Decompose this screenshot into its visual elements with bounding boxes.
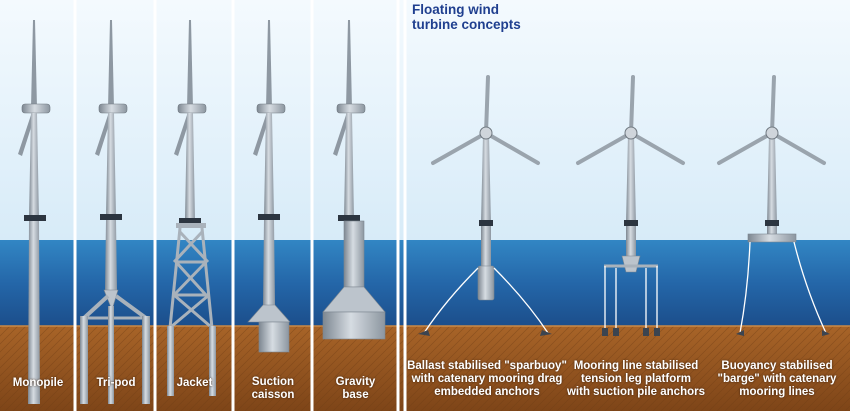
seabed-texture xyxy=(0,326,850,411)
jacket-turbine xyxy=(167,20,216,396)
suction-caisson-label-line-1: Suction xyxy=(251,376,295,388)
tension-leg-platform-label-line-1: Mooring line stabilised xyxy=(573,360,699,372)
tripod-label-line: Tri-pod xyxy=(96,377,136,389)
heading-line-1: Floating wind xyxy=(412,2,499,17)
barge-label-line-1: Buoyancy stabilised xyxy=(721,360,833,372)
barge-label-line-2: "barge" with catenary xyxy=(717,373,837,385)
spar-buoy-label-line-2: with catenary mooring drag xyxy=(411,373,563,385)
gravity-base-turbine xyxy=(322,20,386,340)
spar-buoy-turbine xyxy=(418,75,552,336)
jacket-label-line: Jacket xyxy=(176,377,213,389)
gravity-base-label: Gravity base xyxy=(314,376,397,402)
suction-caisson-label-line-2: caisson xyxy=(251,389,295,401)
monopile-label-line: Monopile xyxy=(12,377,64,389)
barge-label: Buoyancy stabilised "barge" with catenar… xyxy=(708,360,846,399)
suction-caisson-label: Suction caisson xyxy=(235,376,311,402)
spar-buoy-label-line-1: Ballast stabilised "sparbuoy" xyxy=(407,360,567,372)
tension-leg-platform-label-line-3: with suction pile anchors xyxy=(566,386,706,398)
jacket-label: Jacket xyxy=(157,377,232,390)
barge-turbine xyxy=(717,75,830,336)
gravity-base-label-line-2: base xyxy=(342,389,369,401)
tension-leg-platform-turbine xyxy=(576,75,685,336)
heading-line-2: turbine concepts xyxy=(412,17,521,32)
tension-leg-platform-label-line-2: tension leg platform xyxy=(581,373,691,385)
sky xyxy=(0,0,850,240)
tripod-turbine xyxy=(80,20,150,404)
monopile-turbine xyxy=(18,20,51,404)
tension-leg-platform-label: Mooring line stabilised tension leg plat… xyxy=(566,360,706,399)
barge-label-line-3: mooring lines xyxy=(739,386,815,398)
suction-caisson-turbine xyxy=(247,20,291,353)
tripod-label: Tri-pod xyxy=(78,377,154,390)
panel-dividers xyxy=(73,0,407,411)
gravity-base-label-line-1: Gravity xyxy=(335,376,376,388)
spar-buoy-label-line-3: embedded anchors xyxy=(434,386,540,398)
monopile-label: Monopile xyxy=(2,377,74,390)
floating-concepts-heading: Floating wind turbine concepts xyxy=(412,2,521,32)
sea xyxy=(0,240,850,328)
spar-buoy-label: Ballast stabilised "sparbuoy" with caten… xyxy=(407,360,567,399)
